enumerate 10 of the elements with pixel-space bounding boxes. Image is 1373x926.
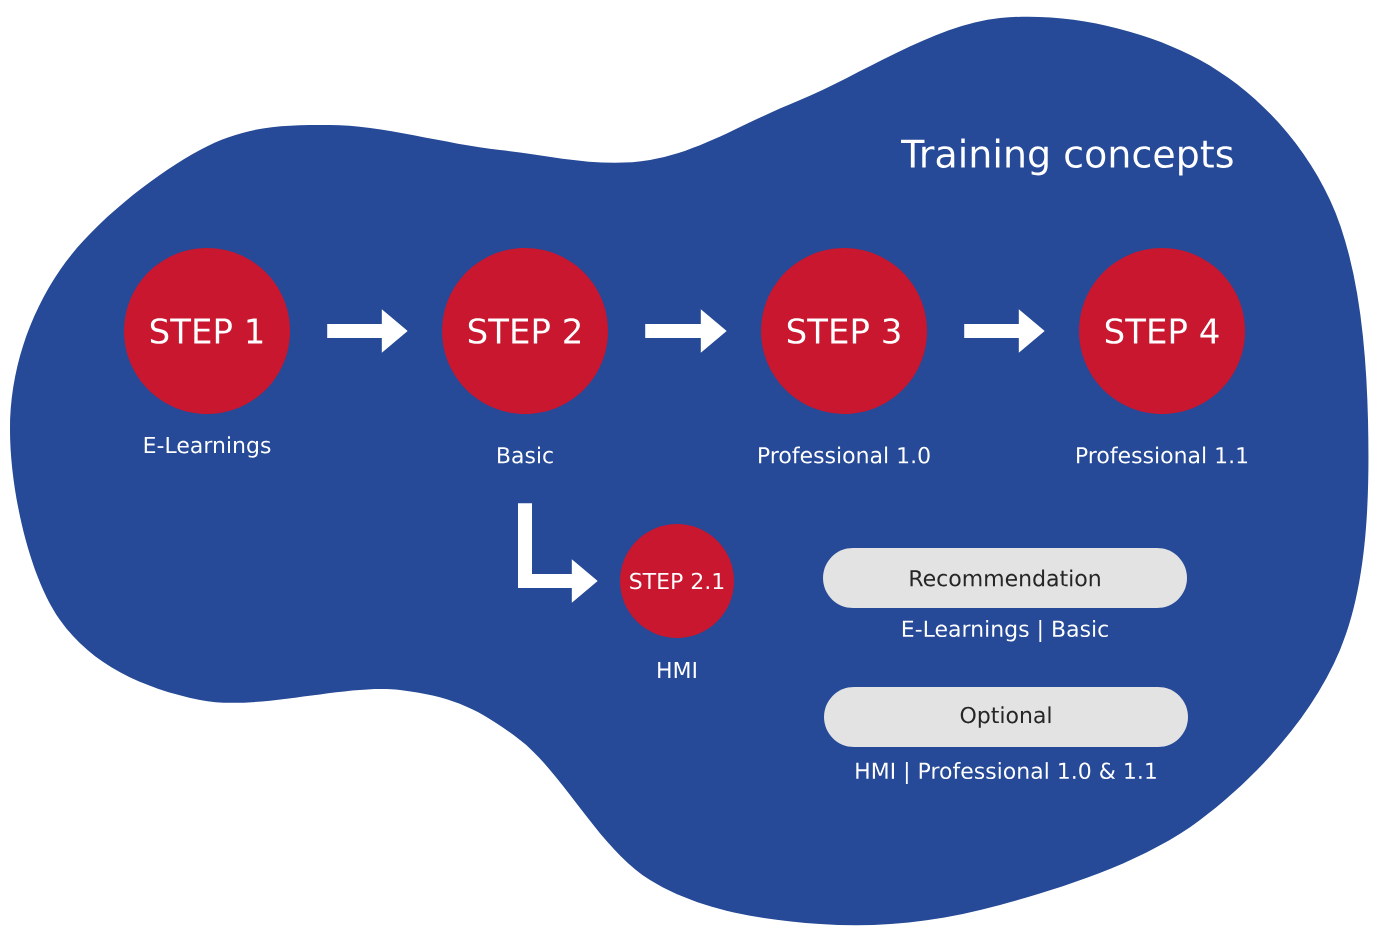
step-label: HMI [658, 661, 696, 678]
step-label: E-Learnings | Basic [902, 620, 1108, 642]
step-label: E-Learnings [144, 436, 271, 458]
step-label: HMI | Professional 1.0 & 1.1 [856, 762, 1156, 784]
step-label: Professional 1.0 [759, 446, 930, 464]
category-pill: Optional [824, 687, 1188, 747]
step-label: Basic [498, 446, 553, 464]
category-pill: Recommendation [823, 548, 1187, 608]
step-label: Professional 1.1 [1077, 446, 1248, 464]
title: Training concepts [901, 138, 1233, 176]
